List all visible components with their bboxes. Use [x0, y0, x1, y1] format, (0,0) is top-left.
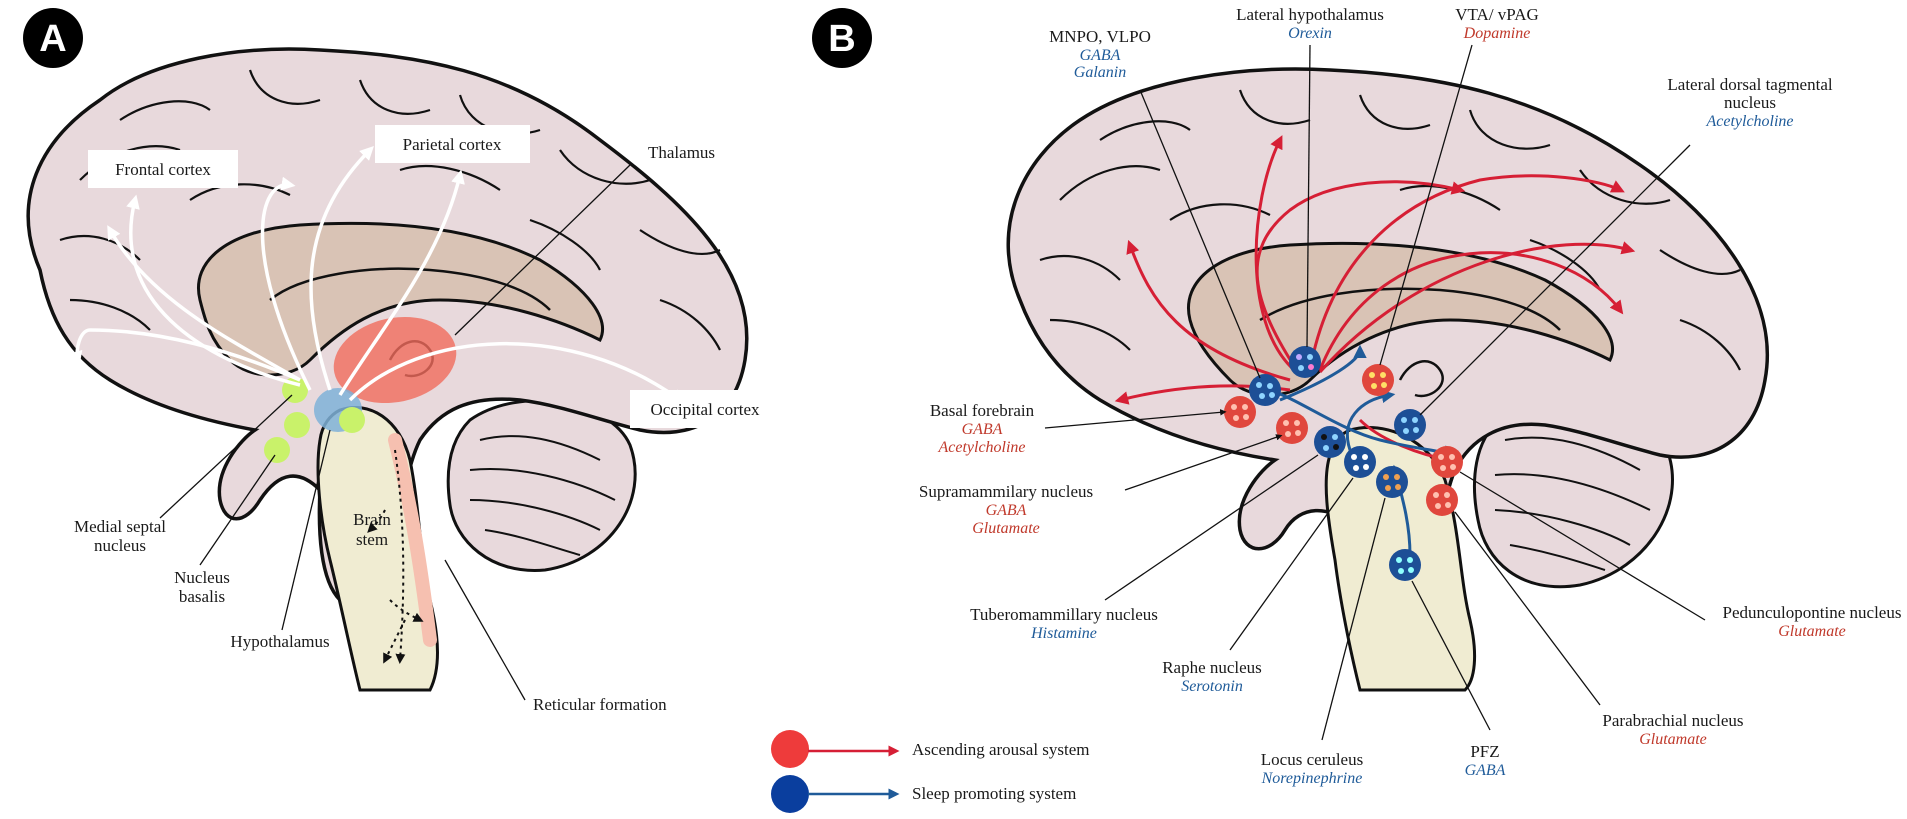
- panel-b-badge: [812, 8, 872, 68]
- basal-forebrain-node: [1224, 396, 1256, 428]
- basal-forebrain-label: Basal forebrain: [930, 401, 1035, 420]
- raphe-node: [1344, 446, 1376, 478]
- gyri-b: [1039, 89, 1741, 371]
- brainstem-projections: [367, 449, 424, 664]
- nuclei-b: [1224, 346, 1463, 581]
- pedunculopontine-node: [1431, 446, 1463, 478]
- panel-b: B: [771, 5, 1901, 813]
- vta-transmitter: Dopamine: [1463, 25, 1531, 42]
- tuberomammillary-transmitter: Histamine: [1030, 625, 1097, 642]
- raphe-transmitter: Serotonin: [1181, 678, 1243, 695]
- nucleus-basalis-label-2: basalis: [179, 587, 225, 606]
- cerebellum-a: [446, 399, 637, 572]
- frontal-cortex-label: Frontal cortex: [115, 160, 211, 179]
- mnpo-transmitter-2: Galanin: [1074, 64, 1126, 81]
- panel-b-letter: B: [828, 18, 855, 60]
- parabrachial-transmitter: Glutamate: [1639, 731, 1707, 748]
- basal-forebrain-transmitter-2: Acetylcholine: [937, 439, 1025, 456]
- ldt-transmitter: Acetylcholine: [1705, 113, 1793, 130]
- parabrachial-label: Parabrachial nucleus: [1602, 711, 1743, 730]
- vta-label: VTA/ vPAG: [1455, 5, 1539, 24]
- reticular-formation-label: Reticular formation: [533, 695, 667, 714]
- parietal-cortex-box: [375, 125, 530, 163]
- parabrachial-node: [1426, 484, 1458, 516]
- supramammilary-label: Supramammilary nucleus: [919, 482, 1093, 501]
- legend-arousal-label: Ascending arousal system: [912, 740, 1090, 759]
- mnpo-label: MNPO, VLPO: [1049, 27, 1151, 46]
- brain-stem-label-2: stem: [356, 530, 388, 549]
- arousal-pathways: [1114, 135, 1636, 466]
- pfz-node: [1389, 549, 1421, 581]
- parietal-cortex-label: Parietal cortex: [403, 135, 502, 154]
- ldt-label-2: nucleus: [1724, 93, 1776, 112]
- labels-b: MNPO, VLPO GABA Galanin Lateral hypothal…: [919, 5, 1902, 787]
- panel-a-letter: A: [39, 18, 66, 60]
- leaders-b: [1044, 44, 1706, 741]
- brain-stem-label-1: Brain: [353, 510, 391, 529]
- hypothalamus-node: [339, 407, 365, 433]
- pfz-label: PFZ: [1470, 742, 1499, 761]
- basal-forebrain-transmitter-1: GABA: [962, 421, 1003, 438]
- mnpo-node: [1249, 374, 1281, 406]
- tuberomammillary-label: Tuberomammillary nucleus: [970, 605, 1158, 624]
- mnpo-transmitter-1: GABA: [1080, 47, 1121, 64]
- thalamus-label: Thalamus: [648, 143, 715, 162]
- pfz-transmitter: GABA: [1465, 762, 1506, 779]
- vta-node: [1362, 364, 1394, 396]
- ldt-node: [1394, 409, 1426, 441]
- thalamus-region: [333, 316, 457, 404]
- medial-septal-label-2: nucleus: [94, 536, 146, 555]
- lateral-hypothalamus-label: Lateral hypothalamus: [1236, 5, 1384, 24]
- frontal-cortex-box: [88, 150, 238, 188]
- locus-ceruleus-transmitter: Norepinephrine: [1261, 770, 1363, 787]
- panel-a-badge: [23, 8, 83, 68]
- legend-arousal-dot: [771, 730, 809, 768]
- legend: Ascending arousal system Sleep promoting…: [771, 730, 1090, 813]
- nucleus-basalis-node-1: [284, 412, 310, 438]
- legend-sleep-dot: [771, 775, 809, 813]
- tuberomammillary-node: [1314, 426, 1346, 458]
- legend-sleep-label: Sleep promoting system: [912, 784, 1076, 803]
- raphe-label: Raphe nucleus: [1162, 658, 1262, 677]
- pedunculopontine-label: Pedunculopontine nucleus: [1723, 603, 1902, 622]
- cortical-projections-a: [68, 146, 685, 404]
- pedunculopontine-transmitter: Glutamate: [1778, 623, 1846, 640]
- locus-ceruleus-label: Locus ceruleus: [1261, 750, 1363, 769]
- panel-a: A: [23, 8, 780, 714]
- supramammilary-node: [1276, 412, 1308, 444]
- supramammilary-transmitter-1: GABA: [986, 502, 1027, 519]
- nucleus-basalis-label-1: Nucleus: [174, 568, 230, 587]
- sleep-pathways: [1269, 344, 1455, 556]
- reticular-band: [388, 433, 437, 647]
- nucleus-basalis-node-2: [264, 437, 290, 463]
- ldt-label-1: Lateral dorsal tagmental: [1667, 75, 1832, 94]
- lateral-hypothalamus-transmitter: Orexin: [1288, 25, 1332, 42]
- occipital-cortex-box: [630, 390, 780, 428]
- occipital-cortex-label: Occipital cortex: [650, 400, 760, 419]
- hypothalamus-label: Hypothalamus: [230, 632, 329, 651]
- supramammilary-transmitter-2: Glutamate: [972, 520, 1040, 537]
- locus-ceruleus-node: [1376, 466, 1408, 498]
- medial-septal-label-1: Medial septal: [74, 517, 166, 536]
- lateral-hypothalamus-node: [1289, 346, 1321, 378]
- cerebrum-b: [1006, 67, 1770, 648]
